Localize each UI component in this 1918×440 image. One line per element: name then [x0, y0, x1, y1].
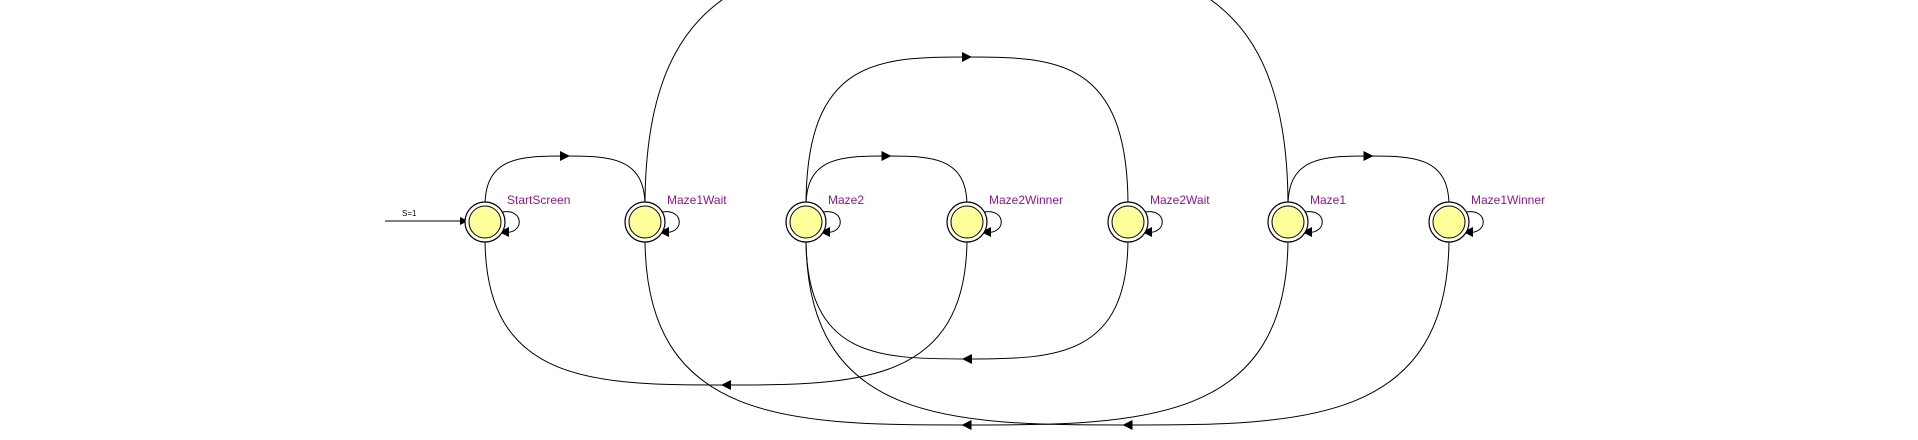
state-label-Maze1Wait: Maze1Wait	[667, 193, 727, 207]
state-label-Maze2: Maze2	[828, 193, 864, 207]
transition-Maze1-to-Maze1Wait	[644, 237, 1289, 426]
self-loop-arrowhead-Maze2	[820, 227, 830, 237]
state-inner-circle	[789, 205, 823, 239]
arrowhead-Maze2Wait-to-Maze2	[962, 354, 972, 364]
state-Maze1[interactable]: Maze1	[1267, 193, 1346, 243]
arrowhead-Maze1-to-Maze1Wait	[961, 420, 972, 430]
state-nodes: StartScreen Maze1Wait Maze2 Maze2Winner Maze…	[464, 193, 1545, 243]
arrowhead-Maze1-to-Maze1Winner	[1363, 151, 1374, 161]
arrowhead-StartScreen-to-Maze1Wait	[560, 151, 570, 161]
state-Maze2Wait[interactable]: Maze2Wait	[1107, 193, 1210, 243]
state-inner-circle	[950, 205, 984, 239]
state-label-Maze1Winner: Maze1Winner	[1471, 193, 1545, 207]
transition-Maze1Winner-to-Maze2	[805, 237, 1450, 426]
state-label-Maze2Winner: Maze2Winner	[989, 193, 1063, 207]
state-label-Maze1: Maze1	[1310, 193, 1346, 207]
state-Maze2Winner[interactable]: Maze2Winner	[946, 193, 1063, 243]
self-loop-arrowhead-Maze2Wait	[1142, 227, 1152, 237]
self-loop-arrowhead-Maze2Winner	[981, 227, 991, 237]
state-label-StartScreen: StartScreen	[507, 193, 570, 207]
self-loop-arrowhead-StartScreen	[499, 227, 509, 237]
self-loop-arrowhead-Maze1Winner	[1463, 227, 1473, 237]
reset-label: S=1	[402, 209, 417, 218]
state-inner-circle	[1111, 205, 1145, 239]
transition-Maze2Winner-to-StartScreen	[484, 237, 968, 386]
self-loop-arrowhead-Maze1	[1302, 227, 1312, 237]
arrowhead-Maze2-to-Maze2Wait	[962, 52, 972, 62]
transition-Maze2Wait-to-Maze2	[805, 237, 1129, 360]
arrowhead-Maze2-to-Maze2Winner	[881, 151, 892, 161]
state-inner-circle	[628, 205, 662, 239]
transition-edges	[484, 0, 1484, 430]
arrowhead-Maze1Winner-to-Maze2	[1122, 420, 1133, 430]
state-label-Maze2Wait: Maze2Wait	[1150, 193, 1210, 207]
state-inner-circle	[1271, 205, 1305, 239]
self-loop-arrowhead-Maze1Wait	[659, 227, 669, 237]
reset-transition: S=1	[385, 209, 468, 225]
state-inner-circle	[468, 205, 502, 239]
state-StartScreen[interactable]: StartScreen	[464, 193, 570, 243]
transition-Maze2-to-Maze2Wait	[805, 56, 1129, 207]
state-Maze1Winner[interactable]: Maze1Winner	[1428, 193, 1545, 243]
state-Maze2[interactable]: Maze2	[785, 193, 864, 243]
arrowhead-Maze2Winner-to-StartScreen	[721, 380, 731, 390]
transition-Maze1Wait-to-Maze1	[644, 0, 1289, 207]
state-inner-circle	[1432, 205, 1466, 239]
state-Maze1Wait[interactable]: Maze1Wait	[624, 193, 727, 243]
